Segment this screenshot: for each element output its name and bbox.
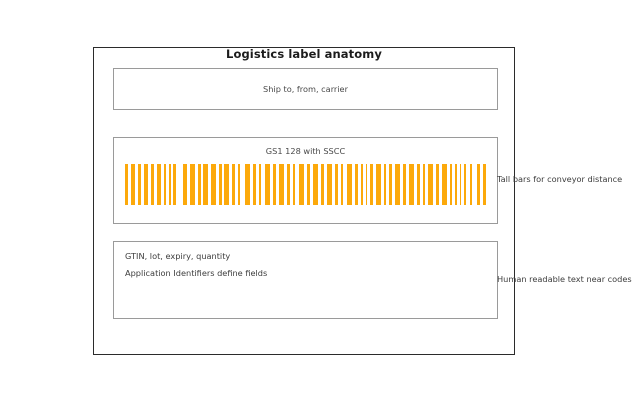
barcode-bar (265, 164, 270, 205)
shipping-panel: Ship to, from, carrier (113, 68, 498, 110)
barcode-bar (370, 164, 374, 205)
barcode-bar (470, 164, 472, 205)
data-panel: GTIN, lot, expiry, quantity Application … (113, 241, 498, 319)
barcode-bar (335, 164, 338, 205)
barcode-bar (384, 164, 386, 205)
barcode-bar (327, 164, 332, 205)
gs1-128-barcode (125, 164, 486, 205)
barcode-bar (417, 164, 420, 205)
barcode-bar (389, 164, 392, 205)
barcode-bar (197, 164, 201, 205)
page-title: Logistics label anatomy (226, 47, 382, 61)
barcode-bar (355, 164, 358, 205)
barcode-bar (321, 164, 324, 205)
barcode-bar (459, 164, 462, 205)
barcode-bar (341, 164, 343, 205)
barcode-bar (218, 164, 222, 205)
barcode-bar (203, 164, 208, 205)
barcode-bar (151, 164, 154, 205)
barcode-bar (169, 164, 171, 205)
barcode-bar (164, 164, 167, 205)
barcode-bar (287, 164, 290, 205)
barcode-bar (450, 164, 452, 205)
barcode-panel: GS1 128 with SSCC (113, 137, 498, 224)
barcode-bar (138, 164, 141, 205)
barcode-bar (423, 164, 425, 205)
barcode-bar (442, 164, 447, 205)
barcode-bar (143, 164, 149, 205)
barcode-bar (436, 164, 439, 205)
barcode-panel-caption: GS1 128 with SSCC (265, 146, 346, 156)
barcode-bar (238, 164, 240, 205)
barcode-bar (365, 164, 368, 205)
barcode-bar (279, 164, 284, 205)
barcode-bar (211, 164, 216, 205)
barcode-bar (464, 164, 466, 205)
barcode-bar (245, 164, 250, 205)
barcode-bar (428, 164, 433, 205)
barcode-bar (361, 164, 363, 205)
shipping-panel-caption: Ship to, from, carrier (263, 84, 348, 94)
barcode-bar (395, 164, 400, 205)
barcode-bar (259, 164, 261, 205)
barcode-bar (403, 164, 406, 205)
barcode-bar (347, 164, 352, 205)
barcode-bar (224, 164, 229, 205)
barcode-bar (313, 164, 318, 205)
barcode-bar (131, 164, 136, 205)
data-panel-line: Application Identifiers define fields (125, 268, 268, 278)
barcode-bar (299, 164, 304, 205)
data-panel-line: GTIN, lot, expiry, quantity (125, 251, 231, 261)
barcode-bar (190, 164, 195, 205)
annotation-barcode-height: Tall bars for conveyor distance (497, 174, 623, 184)
annotation-human-readable: Human readable text near codes (497, 274, 632, 284)
barcode-bar (125, 164, 129, 205)
barcode-bar (409, 164, 414, 205)
barcode-bar (173, 164, 177, 205)
barcode-bar (307, 164, 310, 205)
barcode-bar (477, 164, 480, 205)
barcode-bar (232, 164, 235, 205)
barcode-bar (182, 164, 188, 205)
barcode-bar (293, 164, 295, 205)
label-frame (93, 47, 515, 355)
barcode-bar (273, 164, 276, 205)
barcode-bar (376, 164, 381, 205)
barcode-bar (253, 164, 256, 205)
barcode-bar (483, 164, 486, 205)
barcode-bar (455, 164, 457, 205)
barcode-bar (157, 164, 162, 205)
